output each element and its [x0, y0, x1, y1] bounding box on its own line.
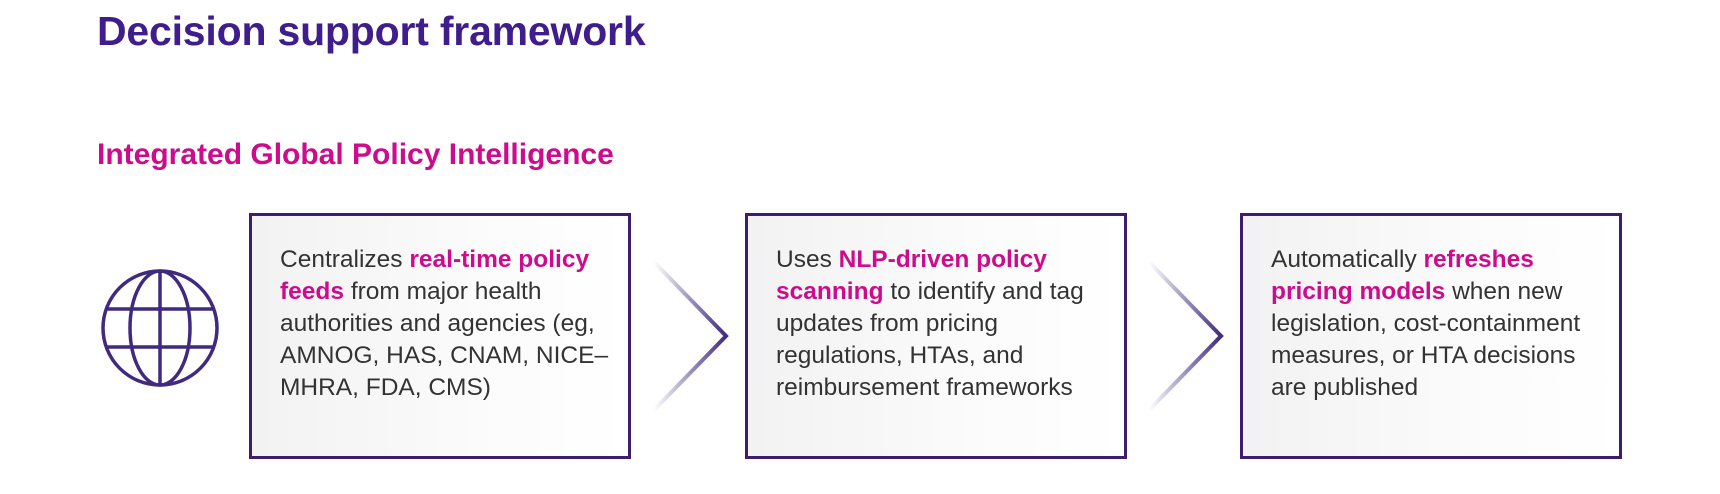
chevron-right-icon [1147, 260, 1224, 412]
step-card-1: Centralizes real-time policy feeds from … [249, 213, 631, 459]
chevron-right-icon [652, 260, 729, 412]
section-subtitle: Integrated Global Policy Intelligence [97, 138, 614, 171]
step-1-highlight: real-time policy feeds [280, 246, 590, 305]
step-card-2: Uses NLP-driven policy scanning to ident… [745, 213, 1127, 459]
step-2-text: Uses NLP-driven policy scanning to ident… [776, 246, 1084, 401]
step-3-text: Automatically refreshes pricing models w… [1271, 246, 1581, 401]
page-title: Decision support framework [97, 8, 646, 54]
globe-icon [101, 269, 219, 387]
step-3-highlight: refreshes pricing models [1271, 246, 1534, 305]
step-2-highlight: NLP-driven policy scanning [776, 246, 1047, 305]
step-card-3: Automatically refreshes pricing models w… [1240, 213, 1622, 459]
step-1-text: Centralizes real-time policy feeds from … [280, 246, 609, 401]
